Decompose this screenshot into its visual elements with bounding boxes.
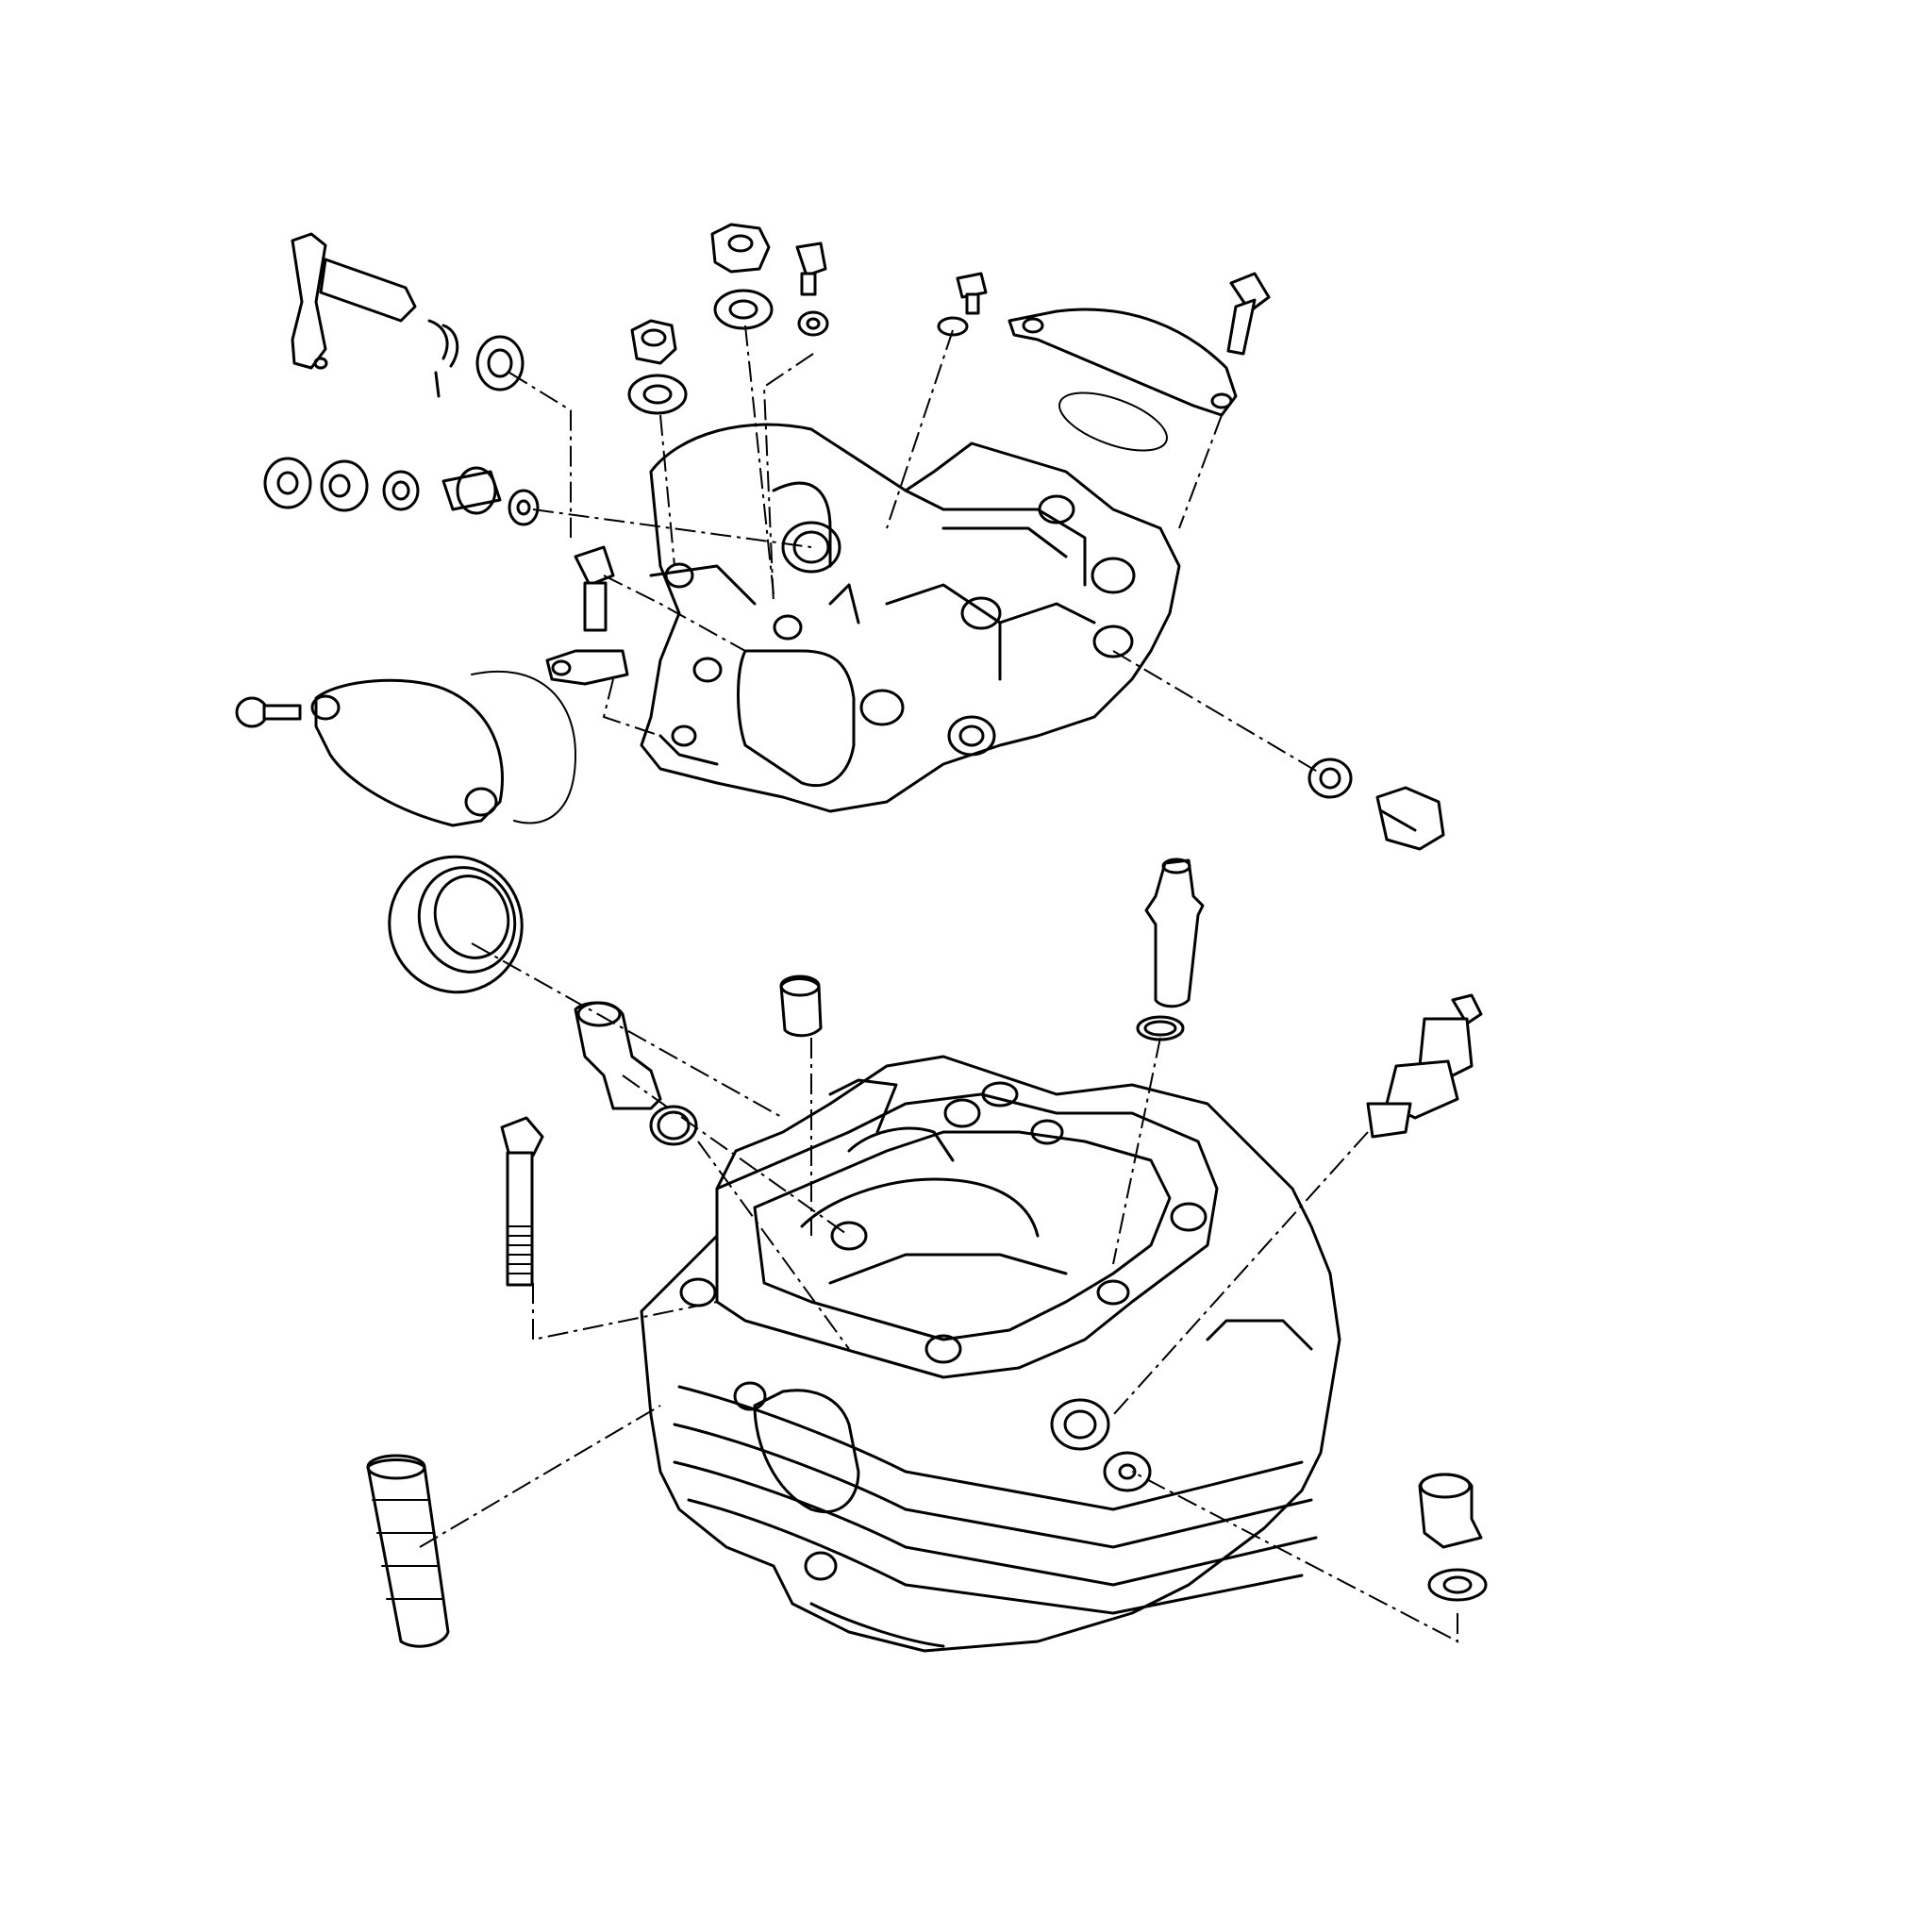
small-bolt: [795, 242, 827, 296]
spark-plug: [1366, 993, 1483, 1139]
decompression-lever: [291, 232, 417, 370]
cylinder-head-cover: [640, 423, 1181, 813]
cover-bolt: [1226, 272, 1271, 356]
leader-lines-lower: [419, 942, 1458, 1643]
o-ring-right: [1136, 1015, 1185, 1041]
oil-seal: [475, 335, 525, 391]
screw-d: [956, 272, 988, 315]
lever-spring: [427, 319, 459, 398]
washer-b: [797, 310, 829, 337]
tacho-drive-parts: [263, 457, 540, 526]
intake-manifold: [388, 855, 524, 994]
valve-guide-left: [574, 1001, 662, 1110]
washer-bottom-right: [1427, 1568, 1488, 1602]
washer-d: [937, 316, 969, 337]
cap-nut: [710, 223, 771, 274]
socket-bolt-left: [574, 545, 615, 632]
washer-a: [713, 289, 774, 330]
washer-c: [627, 374, 688, 415]
side-cover-left: [310, 670, 576, 827]
cover-screw-left: [235, 696, 302, 728]
wire-bracket: [545, 649, 629, 686]
head-bolt: [500, 1116, 544, 1287]
o-ring-left: [649, 1105, 698, 1146]
drain-plug-upper: [1307, 758, 1445, 851]
leader-lines-upper: [508, 325, 1322, 774]
nut-c: [630, 319, 677, 365]
side-cover-top: [1008, 308, 1238, 452]
stud-bottom-left: [366, 1454, 450, 1648]
valve-guide-right: [1144, 858, 1205, 1008]
cylinder-head: [640, 1055, 1341, 1653]
dowel-pin: [779, 974, 823, 1038]
cap-bottom-right: [1418, 1473, 1483, 1549]
